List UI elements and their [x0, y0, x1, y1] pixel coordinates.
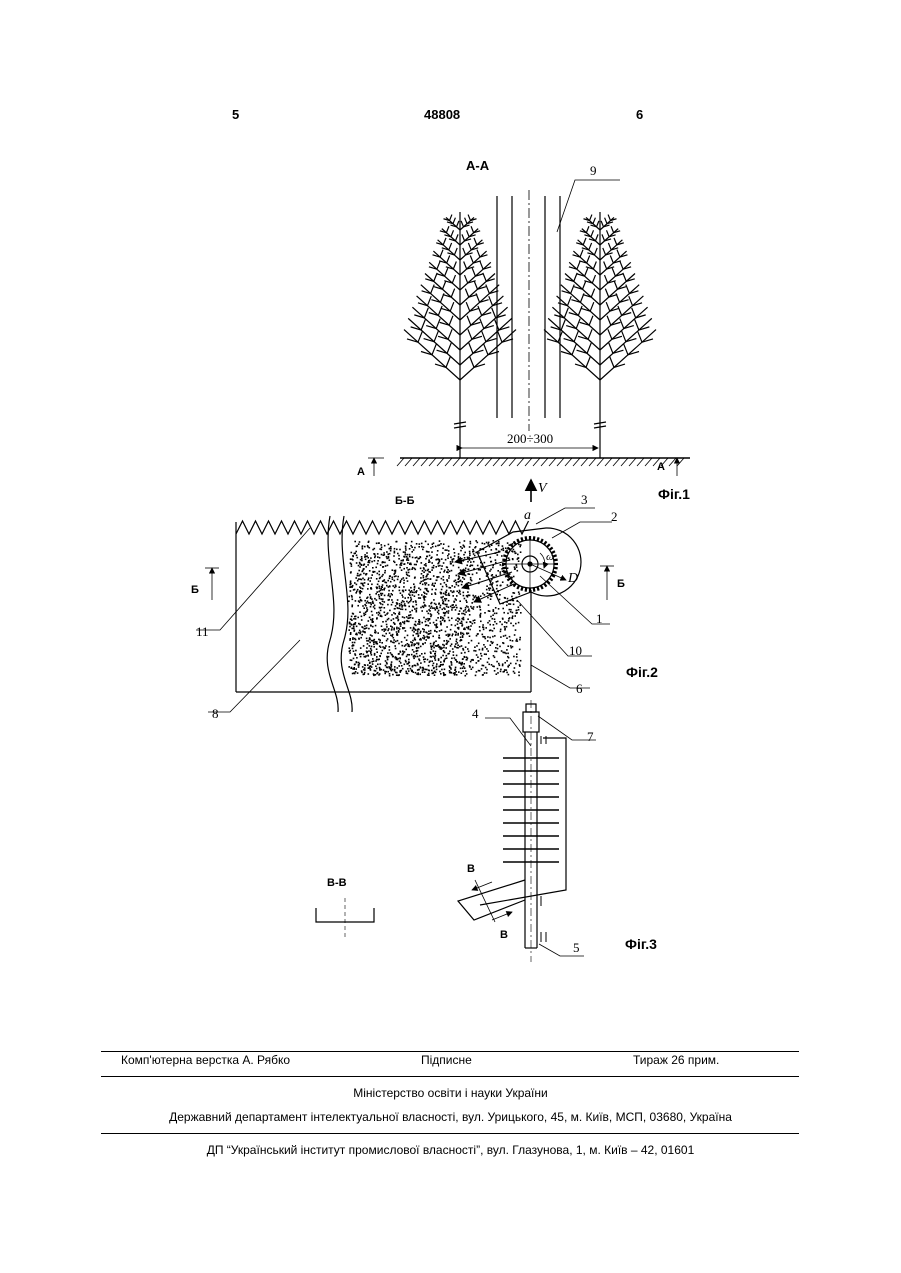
- section-label-b-b: Б-Б: [395, 495, 414, 507]
- callout-9-leader: [557, 180, 620, 232]
- diameter-label: D: [568, 571, 578, 587]
- footer-rule-bottom: [101, 1133, 799, 1134]
- layout-credit: Комп'ютерна верстка А. Рябко: [121, 1053, 290, 1067]
- section-mark-v-bottom: В: [500, 929, 508, 941]
- footer-rule-top: [101, 1051, 799, 1052]
- department-line: Державний департамент інтелектуальної вл…: [0, 1110, 901, 1124]
- break-line: [327, 516, 338, 712]
- section-mark-a-right: А: [657, 461, 665, 473]
- section-arrow-v-top: [472, 882, 492, 890]
- section-label-v-v: В-В: [327, 877, 347, 889]
- spray-cloud: [348, 540, 522, 677]
- tree-left: [404, 212, 516, 458]
- callout-9: 9: [590, 163, 597, 179]
- footer-rule-middle: [101, 1076, 799, 1077]
- tree-right: [544, 212, 656, 458]
- break-line: [341, 516, 352, 712]
- subscription-note: Підписне: [421, 1053, 472, 1067]
- callout-11: 11: [196, 624, 209, 640]
- figure-2-drawing: [196, 508, 614, 712]
- institute-line: ДП “Український інститут промислової вла…: [0, 1143, 901, 1157]
- diameter-arrow: [530, 564, 566, 580]
- circulation-note: Тираж 26 прим.: [633, 1053, 719, 1067]
- ministry-line: Міністерство освіти і науки України: [0, 1086, 901, 1100]
- callout-1: 1: [596, 611, 603, 627]
- section-label-a-a: А-А: [466, 158, 489, 173]
- figure-3-caption: Фіг.3: [625, 936, 657, 952]
- chute-outline: [480, 738, 566, 905]
- section-mark-b-right: Б: [617, 578, 625, 590]
- figure-2-caption: Фіг.2: [626, 664, 658, 680]
- callout-6: 6: [576, 681, 583, 697]
- callout-3: 3: [581, 492, 588, 508]
- figure-1-drawing: [368, 180, 690, 502]
- section-mark-a-left: А: [357, 466, 365, 478]
- section-mark-b-left: Б: [191, 584, 199, 596]
- velocity-label: V: [538, 481, 547, 497]
- saw-teeth: [236, 521, 529, 534]
- section-arrow-v-bottom: [492, 912, 512, 920]
- alpha-label: a: [524, 508, 531, 524]
- figure-3-drawing: [316, 700, 596, 962]
- callout-10: 10: [569, 643, 582, 659]
- figure-1-caption: Фіг.1: [658, 486, 690, 502]
- callout-8: 8: [212, 706, 219, 722]
- dimension-label: 200÷300: [505, 431, 555, 447]
- callout-7: 7: [587, 729, 594, 745]
- omega-label: ω: [546, 551, 554, 563]
- callout-4: 4: [472, 706, 479, 722]
- callout-2: 2: [611, 509, 618, 525]
- section-mark-v-top: В: [467, 863, 475, 875]
- rotation-arrow: [540, 553, 545, 568]
- callout-5: 5: [573, 940, 580, 956]
